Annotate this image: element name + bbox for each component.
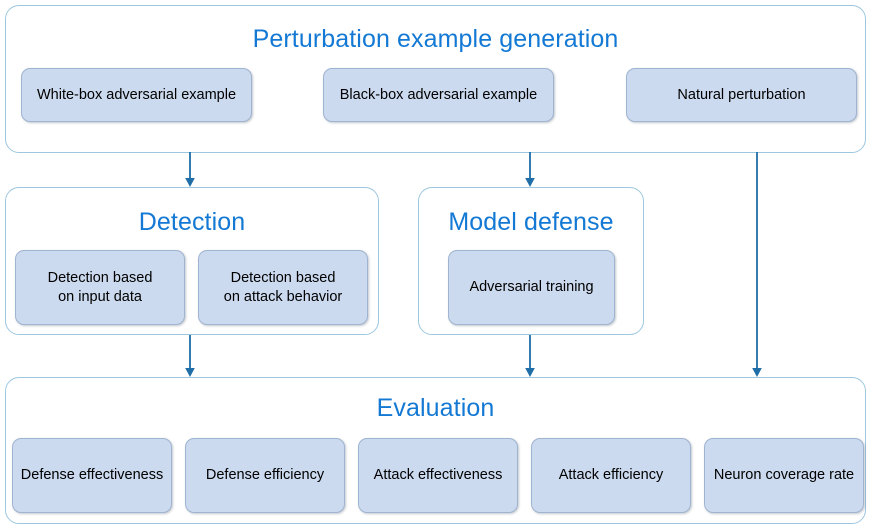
node-adversarial-training[interactable]: Adversarial training [448,250,615,325]
arrow-generation-to-detection [182,152,198,188]
node-label: Natural perturbation [677,86,806,103]
node-label: White-box adversarial example [36,86,237,103]
arrow-model-defense-to-evaluation [522,335,538,378]
node-white-box-adversarial-example[interactable]: White-box adversarial example [21,68,252,122]
node-attack-efficiency[interactable]: Attack efficiency [531,438,691,513]
arrow-generation-to-evaluation [749,152,765,378]
group-title-perturbation-example-generation: Perturbation example generation [252,25,619,53]
node-black-box-adversarial-example[interactable]: Black-box adversarial example [323,68,554,122]
node-detection-based-on-input-data[interactable]: Detection based on input data [15,250,185,325]
node-label: Detection based on attack behavior [223,269,343,305]
node-label: Adversarial training [469,279,594,296]
group-detection: Detection Detection based on input data … [5,187,379,335]
node-label: Defense efficiency [205,467,325,484]
node-detection-based-on-attack-behavior[interactable]: Detection based on attack behavior [198,250,368,325]
node-defense-effectiveness[interactable]: Defense effectiveness [12,438,172,513]
group-model-defense: Model defense Adversarial training [418,187,644,335]
arrow-detection-to-evaluation [182,335,198,378]
node-label: Black-box adversarial example [339,86,538,103]
node-defense-efficiency[interactable]: Defense efficiency [185,438,345,513]
arrow-generation-to-model-defense [522,152,538,188]
node-label: Attack efficiency [558,467,664,484]
group-evaluation: Evaluation Defense effectiveness Defense… [5,377,866,524]
node-label: Neuron coverage rate [713,467,855,484]
node-neuron-coverage-rate[interactable]: Neuron coverage rate [704,438,864,513]
node-label: Defense effectiveness [20,467,164,484]
node-natural-perturbation[interactable]: Natural perturbation [626,68,857,122]
group-title-detection: Detection [138,208,246,236]
node-label: Attack effectiveness [373,467,503,484]
node-label: Detection based on input data [47,269,153,305]
group-title-evaluation: Evaluation [376,394,495,422]
group-title-model-defense: Model defense [448,208,614,236]
group-perturbation-example-generation: Perturbation example generation White-bo… [5,5,866,153]
node-attack-effectiveness[interactable]: Attack effectiveness [358,438,518,513]
